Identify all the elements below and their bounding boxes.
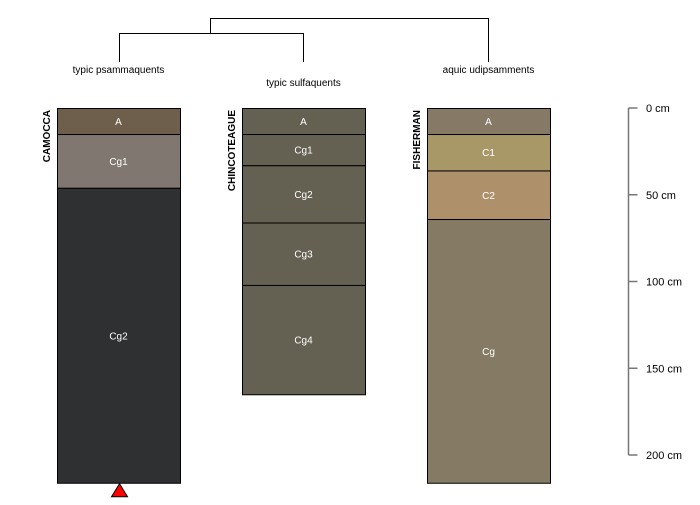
horizon-cg2	[242, 165, 366, 224]
profile-id-label: CHINCOTEAGUE	[227, 110, 238, 191]
dendrogram-sub-branch	[119, 33, 304, 62]
horizon-label: Cg4	[294, 336, 313, 347]
horizon-label: C2	[482, 191, 495, 202]
horizon-c2	[427, 170, 551, 221]
taxon-label: typic psammaquents	[73, 65, 165, 76]
horizon-cg2	[57, 187, 181, 484]
depth-tick-label: 50 cm	[646, 190, 676, 202]
truncation-triangle-icon	[110, 482, 129, 498]
taxon-label: aquic udipsamments	[443, 65, 535, 76]
horizon-a	[57, 108, 181, 136]
depth-tick-label: 200 cm	[646, 450, 682, 462]
horizon-label: A	[115, 117, 122, 128]
depth-tick-label: 150 cm	[646, 363, 682, 375]
horizon-label: C1	[482, 148, 495, 159]
horizon-cg4	[242, 284, 366, 396]
horizon-label: A	[485, 117, 492, 128]
horizon-c1	[427, 134, 551, 172]
profile-id-label: CAMOCCA	[42, 110, 53, 162]
horizon-label: A	[300, 117, 307, 128]
horizon-label: Cg2	[109, 331, 128, 342]
depth-tick-label: 0 cm	[646, 103, 670, 115]
dendrogram-root-branch	[210, 18, 489, 62]
horizon-cg1	[57, 134, 181, 189]
horizon-a	[242, 108, 366, 136]
depth-axis: 0 cm 50 cm 100 cm 150 cm 200 cm	[627, 103, 682, 462]
horizon-label: Cg1	[109, 157, 128, 168]
horizon-cg	[427, 219, 551, 484]
profile-id-label: FISHERMAN	[412, 110, 423, 169]
horizon-label: Cg2	[294, 190, 313, 201]
taxon-label: typic sulfaquents	[266, 78, 341, 89]
horizon-label: Cg1	[294, 146, 313, 157]
depth-tick-label: 100 cm	[646, 277, 682, 289]
horizon-label: Cg3	[294, 250, 313, 261]
dendrogram	[119, 18, 489, 62]
horizon-label: Cg	[482, 347, 495, 358]
